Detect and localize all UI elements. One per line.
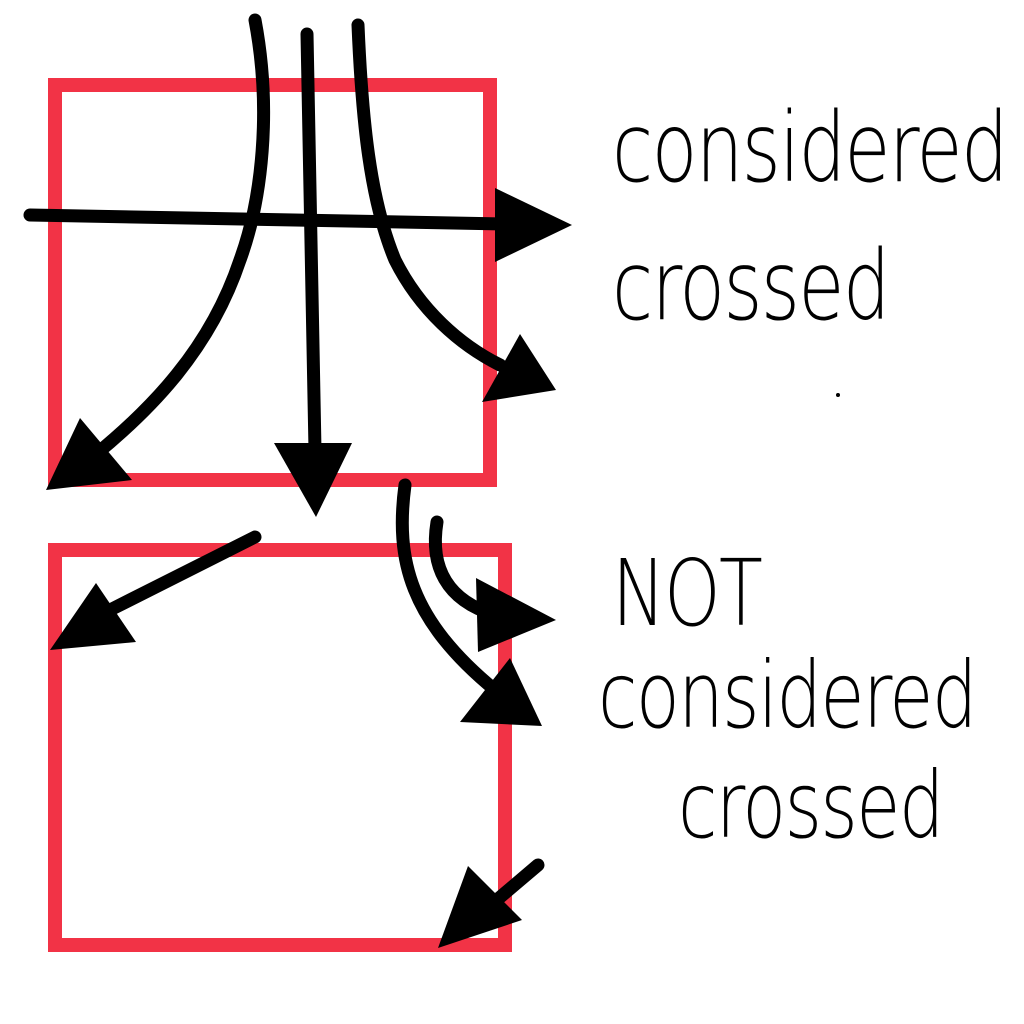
arrow-horizontal-through <box>23 208 512 231</box>
stray-dot <box>836 393 840 397</box>
arrowhead-curve-right <box>482 334 556 402</box>
arrowhead-corner <box>438 866 522 948</box>
arrowhead-curve-left <box>46 418 132 490</box>
label-considered: considered <box>612 92 1009 204</box>
arrowhead-horizontal <box>495 188 572 262</box>
top-box <box>48 78 497 487</box>
arrow-outer-curve-bottom <box>395 478 502 697</box>
label-not: NOT <box>612 540 763 647</box>
arrowhead-vertical <box>274 443 352 517</box>
arrow-vertical <box>300 27 322 457</box>
bottom-box <box>48 543 512 952</box>
label-crossed: crossed <box>612 230 890 342</box>
arrowhead-inner-curve <box>476 578 556 652</box>
arrowhead-bottom-left <box>50 583 136 650</box>
arrow-curve-right <box>351 18 507 372</box>
arrow-curve-left <box>88 13 271 462</box>
arrow-bottom-left <box>103 530 262 617</box>
arrowhead-outer-curve <box>460 658 542 726</box>
label-not-crossed: crossed <box>678 752 944 859</box>
label-not-considered: considered <box>598 642 977 749</box>
